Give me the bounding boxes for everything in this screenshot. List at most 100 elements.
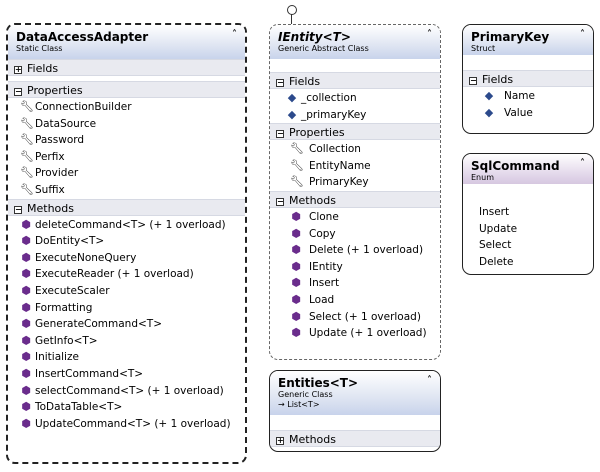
class-ientity[interactable]: IEntity<T> Generic Abstract Class ˄ −Fie…	[269, 24, 441, 360]
list-item[interactable]: ⬢Load	[270, 292, 440, 309]
section-properties[interactable]: −Properties	[270, 123, 440, 141]
list-item[interactable]: 🔧︎Perfix	[8, 149, 245, 166]
expand-icon[interactable]: +	[14, 65, 22, 74]
member-label: _collection	[301, 92, 357, 104]
list-item[interactable]: 🔧︎Suffix	[8, 182, 245, 199]
method-cube-icon: ⬢	[291, 209, 301, 223]
section-fields[interactable]: −Fields	[270, 72, 440, 89]
list-item[interactable]: 🔧︎PrimaryKey	[270, 174, 440, 191]
enum-value[interactable]: Select	[479, 239, 512, 251]
member-label: Name	[504, 90, 535, 102]
collapse-chevron-icon[interactable]: ˄	[427, 375, 432, 386]
enum-value[interactable]: Delete	[479, 255, 514, 268]
list-item[interactable]: 🔧︎EntityName	[270, 158, 440, 175]
class-header: Entities<T> Generic Class → List<T> ˄	[270, 371, 440, 415]
member-label: Load	[309, 293, 335, 306]
wrench-icon: 🔧︎	[20, 100, 34, 113]
wrench-icon: 🔧︎	[20, 133, 34, 147]
collapse-chevron-icon[interactable]: ˄	[580, 158, 585, 169]
collapse-icon[interactable]: −	[276, 196, 284, 206]
list-item[interactable]: ⬢Update (+ 1 overload)	[270, 325, 440, 342]
methods-list: ⬢deleteCommand<T> (+ 1 overload) ⬢DoEnti…	[8, 216, 245, 433]
method-cube-icon: ⬢	[21, 416, 31, 430]
method-cube-icon: ⬢	[291, 309, 301, 323]
enum-value[interactable]: Update	[479, 222, 518, 235]
member-label: Suffix	[35, 183, 65, 196]
list-item[interactable]: ⬢GenerateCommand<T>	[8, 316, 245, 333]
list-item[interactable]: ⬢Formatting	[8, 300, 245, 317]
collapse-chevron-icon[interactable]: ˄	[580, 29, 585, 40]
method-cube-icon: ⬢	[21, 383, 31, 397]
list-item[interactable]: ⬢Insert	[270, 275, 440, 292]
list-item[interactable]: ⬢Delete (+ 1 overload)	[270, 242, 440, 259]
method-cube-icon: ⬢	[291, 259, 301, 273]
section-methods[interactable]: +Methods	[270, 430, 440, 447]
section-label: Methods	[27, 201, 74, 215]
section-properties[interactable]: −Properties	[8, 81, 245, 98]
struct-primary-key[interactable]: PrimaryKey Struct ˄ −Fields ◆ Name ◆Value	[462, 24, 594, 134]
collapse-icon[interactable]: −	[469, 76, 477, 85]
member-label: Password	[35, 134, 85, 147]
enum-value[interactable]: Insert	[479, 206, 510, 218]
method-cube-icon: ⬢	[21, 333, 31, 347]
expand-icon[interactable]: +	[276, 436, 284, 445]
list-item[interactable]: ⬢ UpdateCommand<T> (+ 1 overload)	[8, 416, 245, 433]
list-item[interactable]: ⬢ExecuteScaler	[8, 283, 245, 300]
list-item[interactable]: ◆_primaryKey	[270, 107, 440, 124]
enum-header: SqlCommand Enum ˄	[463, 154, 593, 184]
list-item[interactable]: ⬢ExecuteNoneQuery	[8, 250, 245, 267]
member-label: IEntity	[309, 260, 343, 273]
collapse-chevron-icon[interactable]: ˄	[427, 29, 432, 40]
class-stereotype: Generic Abstract Class	[278, 44, 369, 53]
list-item[interactable]: 🔧︎DataSource	[8, 116, 245, 133]
struct-header: PrimaryKey Struct ˄	[463, 25, 593, 55]
fields-list: ◆ Name ◆Value	[463, 87, 593, 121]
class-title: IEntity<T>	[278, 30, 351, 44]
wrench-icon: 🔧︎	[290, 142, 304, 156]
section-methods[interactable]: −Methods	[270, 190, 440, 208]
collapse-icon[interactable]: −	[276, 129, 284, 139]
list-item[interactable]: 🔧︎Provider	[8, 165, 245, 182]
list-item[interactable]: ⬢selectCommand<T> (+ 1 overload)	[8, 383, 245, 400]
member-label: Formatting	[35, 301, 93, 314]
wrench-icon: 🔧︎	[20, 166, 34, 180]
collapse-icon[interactable]: −	[14, 87, 22, 96]
collapse-chevron-icon[interactable]: ˄	[232, 29, 237, 40]
list-item[interactable]: ⬢GetInfo<T>	[8, 333, 245, 350]
class-data-access-adapter[interactable]: DataAccessAdapter Static Class ˄ +Fields…	[6, 23, 247, 464]
list-item[interactable]: ◆_collection	[270, 90, 440, 107]
member-label: GenerateCommand<T>	[35, 318, 163, 331]
list-item[interactable]: ⬢InsertCommand<T>	[8, 366, 245, 383]
member-label: Select (+ 1 overload)	[309, 310, 421, 323]
list-item[interactable]: ⬢ExecuteReader (+ 1 overload)	[8, 266, 245, 283]
collapse-icon[interactable]: −	[14, 204, 22, 214]
member-label: Clone	[309, 210, 339, 223]
section-label: Properties	[27, 84, 83, 97]
member-label: InsertCommand<T>	[35, 367, 144, 380]
list-item[interactable]: ⬢Copy	[270, 226, 440, 243]
method-cube-icon: ⬢	[291, 276, 301, 290]
list-item[interactable]: ⬢ Select (+ 1 overload)	[270, 309, 440, 326]
method-cube-icon: ⬢	[291, 326, 301, 340]
list-item[interactable]: 🔧︎ConnectionBuilder	[8, 99, 245, 116]
section-fields[interactable]: +Fields	[8, 59, 245, 76]
collapse-icon[interactable]: −	[276, 78, 284, 87]
class-entities[interactable]: Entities<T> Generic Class → List<T> ˄ +M…	[269, 370, 441, 452]
section-label: Fields	[482, 73, 514, 86]
list-item[interactable]: ⬢ Clone	[270, 209, 440, 226]
list-item[interactable]: ⬢ IEntity	[270, 259, 440, 276]
list-item[interactable]: 🔧︎Password	[8, 132, 245, 149]
list-item[interactable]: ⬢DoEntity<T>	[8, 233, 245, 250]
enum-sql-command[interactable]: SqlCommand Enum ˄ Insert Update Select D…	[462, 153, 594, 275]
list-item[interactable]: 🔧︎Collection	[270, 141, 440, 158]
list-item[interactable]: ⬢Initialize	[8, 349, 245, 366]
section-fields[interactable]: −Fields	[463, 70, 593, 87]
enum-title: SqlCommand	[471, 159, 560, 173]
section-methods[interactable]: −Methods	[8, 198, 245, 216]
list-item[interactable]: ⬢deleteCommand<T> (+ 1 overload)	[8, 217, 245, 234]
list-item[interactable]: ◆ Name	[463, 88, 593, 105]
list-item[interactable]: ⬢ToDataTable<T>	[8, 399, 245, 416]
list-item[interactable]: ◆Value	[463, 105, 593, 122]
member-label: UpdateCommand<T> (+ 1 overload)	[35, 417, 231, 430]
field-icon: ◆	[484, 89, 494, 102]
